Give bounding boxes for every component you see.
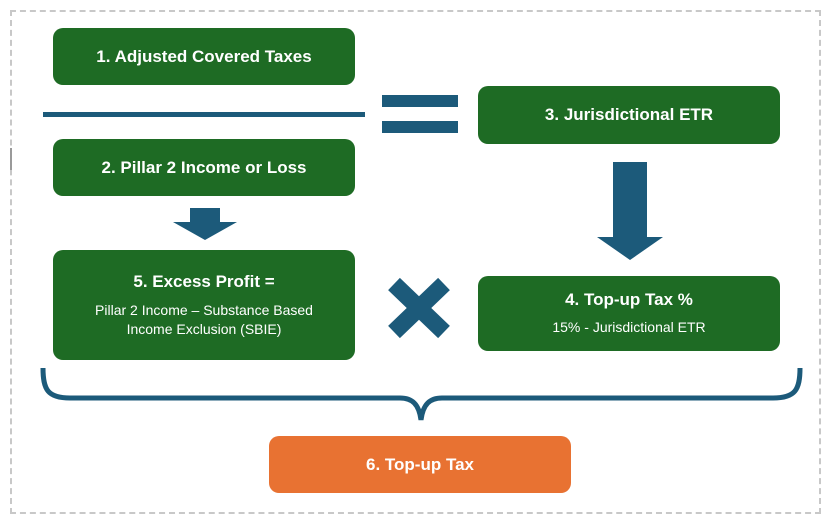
adjusted-covered-taxes-box: 1. Adjusted Covered Taxes (53, 28, 355, 85)
excess-profit-formula-line2: Income Exclusion (SBIE) (126, 320, 282, 337)
brace-icon (40, 367, 803, 421)
equals-icon (382, 95, 458, 133)
excess-profit-formula-line1: Pillar 2 Income – Substance Based (95, 301, 313, 318)
top-up-tax-box: 6. Top-up Tax (269, 436, 571, 493)
adjusted-covered-taxes-title: 1. Adjusted Covered Taxes (96, 46, 312, 66)
pillar2-income-box: 2. Pillar 2 Income or Loss (53, 139, 355, 196)
jurisdictional-etr-box: 3. Jurisdictional ETR (478, 86, 780, 144)
excess-profit-title: 5. Excess Profit = (133, 271, 275, 291)
arrow-down-icon (173, 208, 237, 240)
jurisdictional-etr-title: 3. Jurisdictional ETR (544, 105, 714, 124)
edge-marker (10, 148, 12, 170)
top-up-tax-percent-formula: 15% - Jurisdictional ETR (552, 319, 706, 335)
diagram-frame (10, 10, 821, 514)
pillar2-income-title: 2. Pillar 2 Income or Loss (101, 157, 307, 177)
excess-profit-box: 5. Excess Profit = Pillar 2 Income – Sub… (53, 250, 355, 360)
multiply-icon (388, 277, 450, 339)
top-up-tax-title: 6. Top-up Tax (366, 454, 474, 474)
top-up-tax-percent-title: 4. Top-up Tax % (565, 290, 693, 309)
arrow-down-icon (597, 162, 663, 260)
top-up-tax-percent-box: 4. Top-up Tax % 15% - Jurisdictional ETR (478, 276, 780, 351)
fraction-divider (43, 112, 365, 117)
